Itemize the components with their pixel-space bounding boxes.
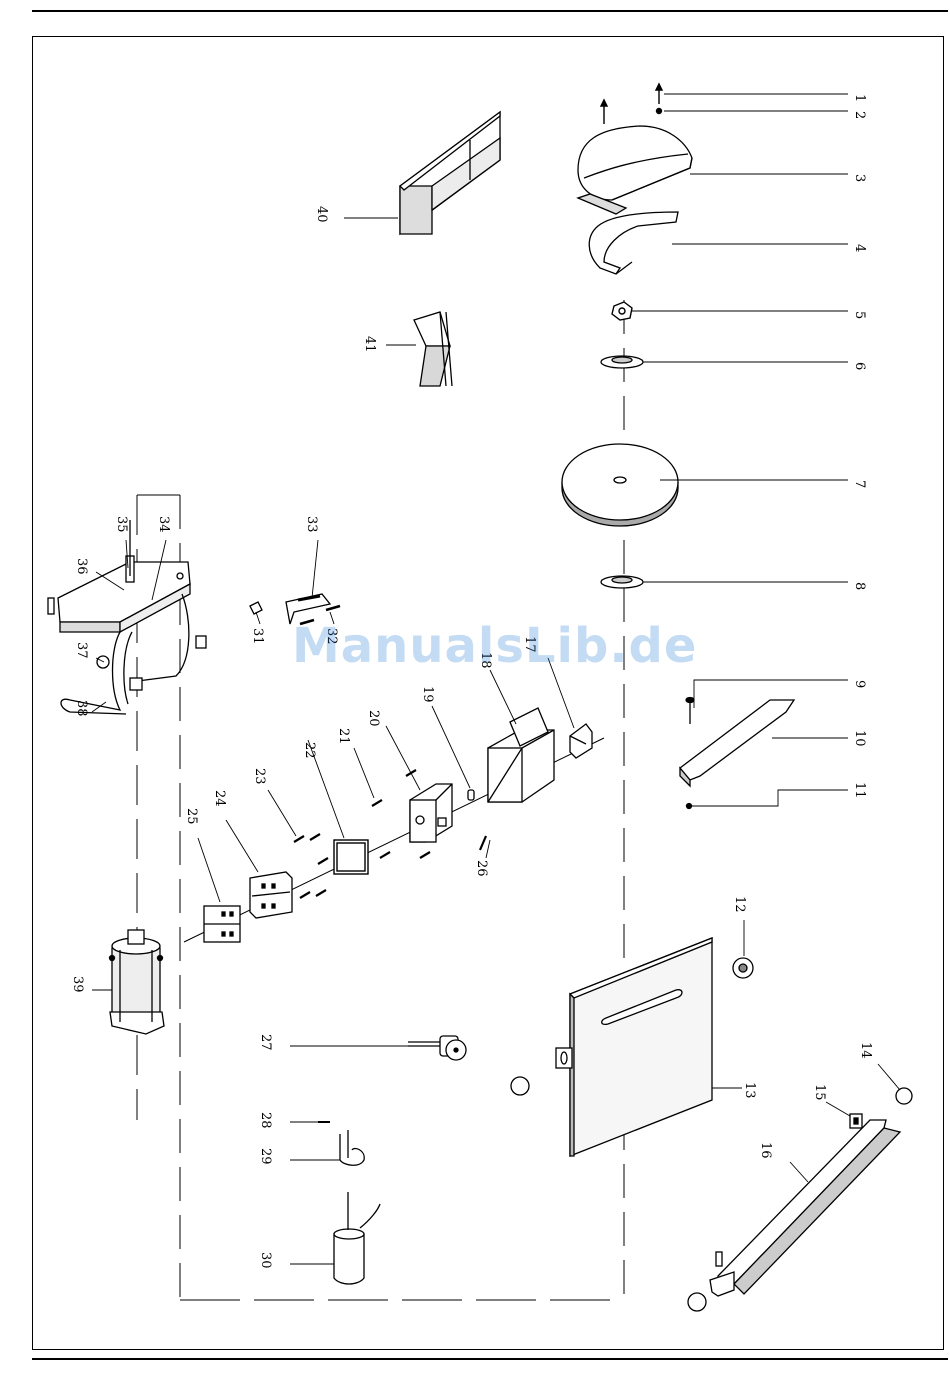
label-31: 31	[250, 628, 265, 645]
label-29: 29	[258, 1148, 273, 1165]
label-13: 13	[742, 1082, 757, 1099]
part-24-cover	[250, 872, 292, 918]
label-38: 38	[74, 700, 89, 717]
label-22: 22	[302, 742, 317, 759]
label-11: 11	[852, 782, 867, 799]
label-41: 41	[362, 336, 377, 353]
part-40-frame	[400, 112, 500, 234]
label-21: 21	[336, 728, 351, 745]
label-6: 6	[852, 362, 867, 370]
part-27-plug	[408, 1036, 466, 1060]
part-22-plate	[334, 840, 368, 874]
part-16-fence	[710, 1120, 900, 1296]
label-7: 7	[852, 480, 867, 488]
label-1: 1	[852, 94, 867, 102]
label-40: 40	[314, 206, 329, 223]
small-screws	[294, 770, 486, 898]
label-34: 34	[156, 516, 171, 533]
part-13-table-plate	[556, 938, 712, 1156]
part-labels: 1 2 3 4 5 6 7 8 9 10 11 12 13 14 15 16 1…	[70, 94, 873, 1269]
label-10: 10	[852, 730, 867, 747]
label-24: 24	[212, 790, 227, 807]
label-9: 9	[852, 680, 867, 688]
part-28-30-capacitor	[318, 1122, 380, 1284]
label-15: 15	[812, 1084, 827, 1101]
part-5-nut	[612, 302, 632, 320]
label-23: 23	[252, 768, 267, 785]
label-3: 3	[852, 174, 867, 182]
part-39-motor	[110, 930, 165, 1034]
part-15-block	[850, 1114, 862, 1128]
label-39: 39	[70, 976, 85, 993]
part-3-blade-guard	[578, 126, 692, 214]
part-17-block	[570, 724, 592, 758]
part-4-bracket	[589, 212, 678, 274]
label-12: 12	[732, 896, 747, 913]
label-20: 20	[366, 710, 381, 727]
label-4: 4	[852, 244, 867, 252]
part-7-saw-blade	[562, 444, 678, 526]
leader-lines	[92, 94, 900, 1264]
label-8: 8	[852, 582, 867, 590]
label-26: 26	[474, 860, 489, 877]
part-20-switch-box	[410, 784, 452, 842]
part-18-dust-port	[488, 708, 554, 802]
label-25: 25	[184, 808, 199, 825]
label-27: 27	[258, 1034, 273, 1051]
label-37: 37	[74, 642, 89, 659]
part-19-spring	[468, 790, 474, 800]
label-36: 36	[74, 558, 89, 575]
watermark: ManualsLib.de	[292, 618, 697, 674]
label-14: 14	[858, 1042, 873, 1059]
label-2: 2	[852, 111, 867, 119]
part-25-plate	[204, 906, 240, 942]
label-16: 16	[758, 1142, 773, 1159]
part-8-flange	[601, 576, 643, 588]
label-33: 33	[304, 516, 319, 533]
part-1-2-screws	[601, 84, 662, 124]
label-19: 19	[420, 686, 435, 703]
label-5: 5	[852, 311, 867, 319]
label-28: 28	[258, 1112, 273, 1129]
label-35: 35	[114, 516, 129, 533]
part-41-bracket	[414, 312, 452, 386]
part-9-11-riving-knife	[680, 698, 794, 809]
part-6-flange	[601, 356, 643, 368]
label-30: 30	[258, 1252, 273, 1269]
